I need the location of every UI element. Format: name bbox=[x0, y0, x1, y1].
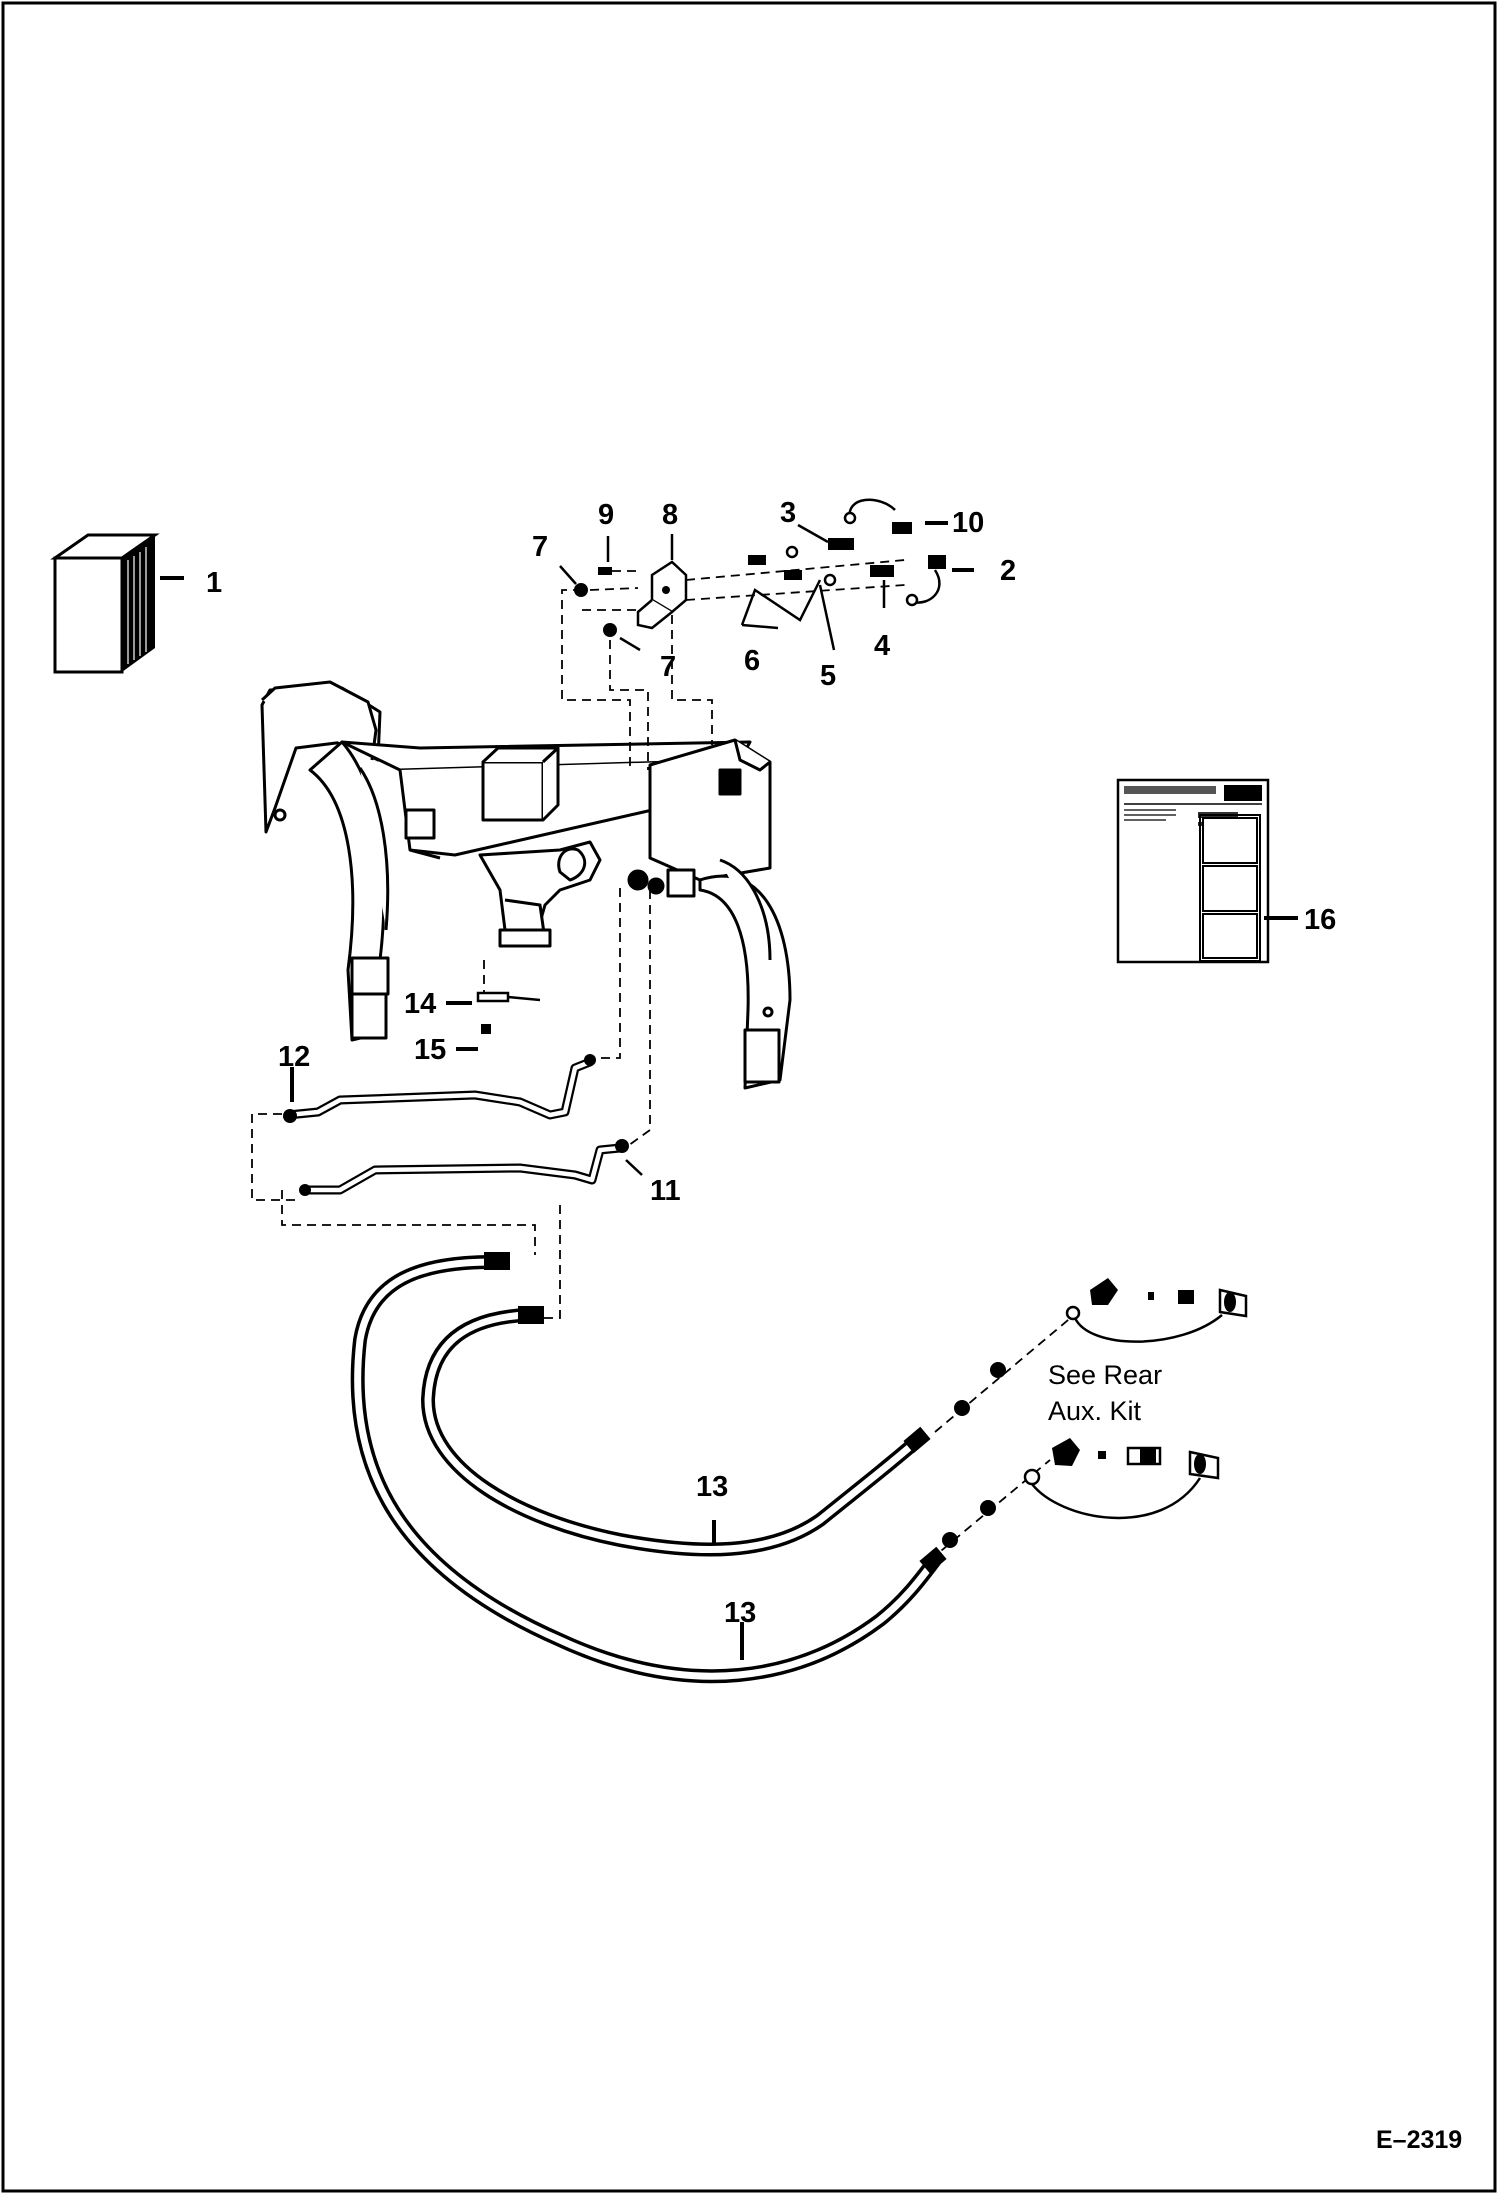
callout-5: 5 bbox=[820, 660, 836, 692]
hose-13-outer bbox=[350, 1252, 947, 1684]
callout-9: 9 bbox=[598, 499, 614, 531]
note-line-1: See Rear bbox=[1048, 1360, 1162, 1390]
callout-12: 12 bbox=[278, 1041, 310, 1073]
callout-8: 8 bbox=[662, 499, 678, 531]
leader-lines bbox=[290, 521, 974, 1660]
callout-6: 6 bbox=[744, 645, 760, 677]
decal-sheet-part bbox=[1116, 778, 1298, 964]
couplers-upper bbox=[934, 1278, 1248, 1433]
callout-13-upper: 13 bbox=[696, 1471, 728, 1503]
kit-box-part bbox=[50, 533, 184, 674]
callout-13-lower: 13 bbox=[724, 1597, 756, 1629]
callout-labels: 1 2 3 4 5 6 7 7 8 9 10 11 12 13 13 14 15… bbox=[206, 497, 1336, 1629]
loader-frame bbox=[260, 680, 792, 1090]
callout-15: 15 bbox=[414, 1034, 446, 1066]
routing-lines bbox=[251, 589, 713, 1319]
callout-11: 11 bbox=[650, 1175, 681, 1207]
couplers-lower bbox=[929, 1438, 1220, 1561]
callout-16: 16 bbox=[1304, 904, 1336, 936]
hose-clamp-part bbox=[476, 991, 541, 1034]
callout-10: 10 bbox=[952, 507, 984, 539]
callout-2: 2 bbox=[1000, 555, 1016, 587]
tubeline-12 bbox=[283, 1054, 596, 1123]
figure-reference: E–2319 bbox=[1376, 2126, 1462, 2154]
tubeline-11 bbox=[299, 1139, 629, 1196]
callout-1: 1 bbox=[206, 567, 222, 599]
valve-assembly bbox=[574, 498, 946, 651]
callout-14: 14 bbox=[404, 988, 436, 1020]
hose-13-inner bbox=[420, 1306, 931, 1557]
callout-3: 3 bbox=[780, 497, 796, 529]
callout-7-upper: 7 bbox=[532, 531, 548, 563]
note-line-2: Aux. Kit bbox=[1048, 1396, 1142, 1426]
callout-7-lower: 7 bbox=[660, 651, 676, 683]
callout-4: 4 bbox=[874, 630, 890, 662]
